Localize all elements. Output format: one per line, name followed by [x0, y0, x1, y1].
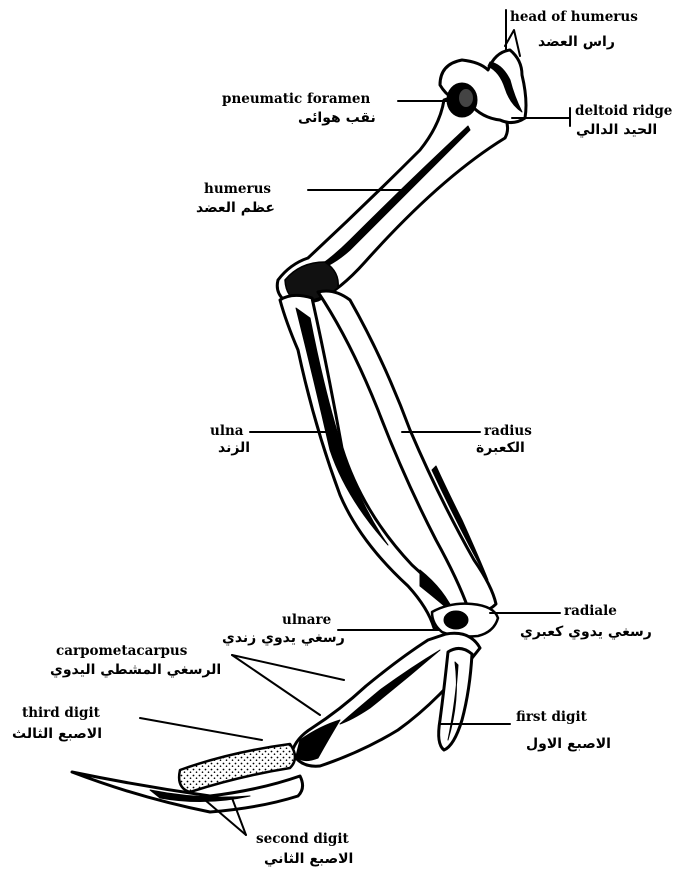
deltoid-ridge-arabic-label: الحيد الدالي: [576, 122, 657, 138]
humerus-label: humerus: [204, 182, 271, 197]
leader-third-digit: [140, 718, 262, 740]
pneumatic-foramen-label: pneumatic foramen: [222, 92, 370, 107]
first-digit-label: first digit: [516, 710, 587, 725]
ulna-label: ulna: [210, 424, 244, 439]
deltoid-ridge-label: deltoid ridge: [575, 104, 672, 119]
radius-arabic-label: الكعبرة: [476, 440, 525, 456]
radiale-label: radiale: [564, 604, 617, 619]
second-digit-label: second digit: [256, 832, 349, 847]
first-digit-arabic-label: الاصبع الاول: [526, 736, 611, 752]
ulnare-arabic-label: رسغي يدوي زندي: [222, 630, 345, 646]
second-digit-arabic-label: الاصبع الثاني: [264, 851, 353, 867]
head-of-humerus-label: head of humerus: [510, 10, 638, 25]
ulnare-label: ulnare: [282, 613, 331, 628]
radiale-arabic-label: رسغي يدوي كعبري: [520, 624, 652, 640]
head-of-humerus-arabic-label: راس العضد: [538, 34, 615, 50]
third-digit-arabic-label: الاصبع الثالث: [12, 726, 102, 742]
carpometacarpus-label: carpometacarpus: [56, 644, 187, 659]
radius-label: radius: [484, 424, 532, 439]
pneumatic-foramen-arabic-label: نقب هوائى: [298, 110, 376, 126]
ulna-arabic-label: الزند: [218, 440, 250, 456]
humerus-arabic-label: عظم العضد: [196, 200, 275, 216]
carpometacarpus-arabic-label: الرسغي المشطي اليدوي: [50, 662, 221, 678]
third-digit-label: third digit: [22, 706, 100, 721]
